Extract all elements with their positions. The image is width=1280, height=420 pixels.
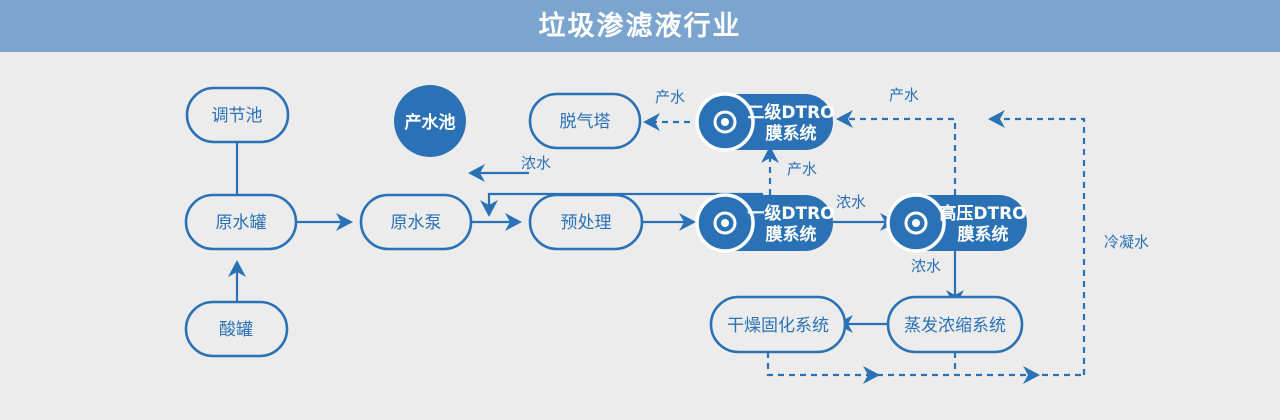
arrowhead [863, 366, 880, 384]
edge-dtrohp-dtro2-chanshui [848, 117, 957, 195]
node-dtro1[interactable]: 一级DTRO 膜系统 [695, 193, 835, 253]
node-shape [184, 193, 298, 251]
node-dtro2[interactable]: 二级DTRO 膜系统 [695, 92, 835, 152]
node-shape [528, 193, 644, 251]
node-label: 酸罐 [219, 320, 253, 340]
node-shape [709, 295, 847, 354]
edge-label-chanshui-right: 产水 [889, 86, 919, 104]
node-label: 脱气塔 [560, 112, 611, 132]
membrane-icon [695, 92, 755, 152]
node-yuanshuibeng[interactable]: 原水泵 [359, 193, 473, 251]
node-yuchuli[interactable]: 预处理 [528, 193, 644, 251]
node-shape [528, 92, 642, 150]
node-label: 调节池 [212, 106, 263, 126]
node-suanguan[interactable]: 酸罐 [184, 300, 289, 358]
node-chanshuichi[interactable]: 产水池 [394, 85, 466, 157]
node-label-line2: 膜系统 [766, 224, 817, 245]
edge-label-nongshui-hp-in: 浓水 [836, 193, 866, 211]
page-header: 垃圾渗滤液行业 [0, 0, 1280, 52]
arrowhead [988, 110, 1005, 128]
node-tiaojiechi[interactable]: 调节池 [185, 86, 290, 144]
edge-ganzao-bottom-dash [766, 352, 1084, 377]
page-title: 垃圾渗滤液行业 [538, 10, 742, 42]
node-label-line1: 二级DTRO [747, 102, 834, 123]
edge-lengningshui-return [1000, 117, 1086, 375]
edge-label-lengningshui: 冷凝水 [1104, 233, 1149, 251]
edge-label-nongshui-hp-out: 浓水 [911, 257, 941, 275]
edge-labels: 浓水 产水 产水 产水 浓水 浓水 冷凝水 [521, 86, 1149, 275]
node-zhengfa[interactable]: 蒸发浓缩系统 [886, 295, 1024, 354]
membrane-icon [695, 193, 755, 253]
node-shape [886, 295, 1024, 354]
node-label-line1: 一级DTRO [747, 203, 834, 224]
node-ganzao[interactable]: 干燥固化系统 [709, 295, 847, 354]
node-label: 干燥固化系统 [727, 316, 829, 336]
node-shape [359, 193, 473, 251]
arrowhead [643, 113, 660, 131]
node-label: 产水池 [405, 112, 456, 133]
node-tuoqita[interactable]: 脱气塔 [528, 92, 642, 150]
node-yuanshuiguan[interactable]: 原水罐 [184, 193, 298, 251]
edges-dashed [643, 110, 1086, 384]
node-shape [184, 300, 289, 358]
diagram-canvas: 浓水 产水 产水 产水 浓水 浓水 冷凝水 调节池 原水罐 [0, 52, 1280, 420]
edge-label-nongshui-top: 浓水 [521, 154, 551, 172]
node-dtro-hp[interactable]: 高压DTRO 膜系统 [886, 193, 1027, 253]
edge-label-chanshui-up: 产水 [787, 160, 817, 178]
node-label-line2: 膜系统 [958, 224, 1009, 245]
node-label-line1: 高压DTRO [939, 203, 1026, 224]
node-label-line2: 膜系统 [766, 123, 817, 144]
edge-label-chanshui-degas: 产水 [655, 88, 685, 106]
node-label: 原水罐 [216, 213, 267, 233]
node-shape [394, 85, 466, 157]
node-label: 预处理 [561, 213, 612, 233]
membrane-icon [886, 193, 946, 253]
node-label: 原水泵 [391, 213, 442, 233]
node-label: 蒸发浓缩系统 [904, 316, 1006, 336]
node-shape [185, 86, 290, 144]
